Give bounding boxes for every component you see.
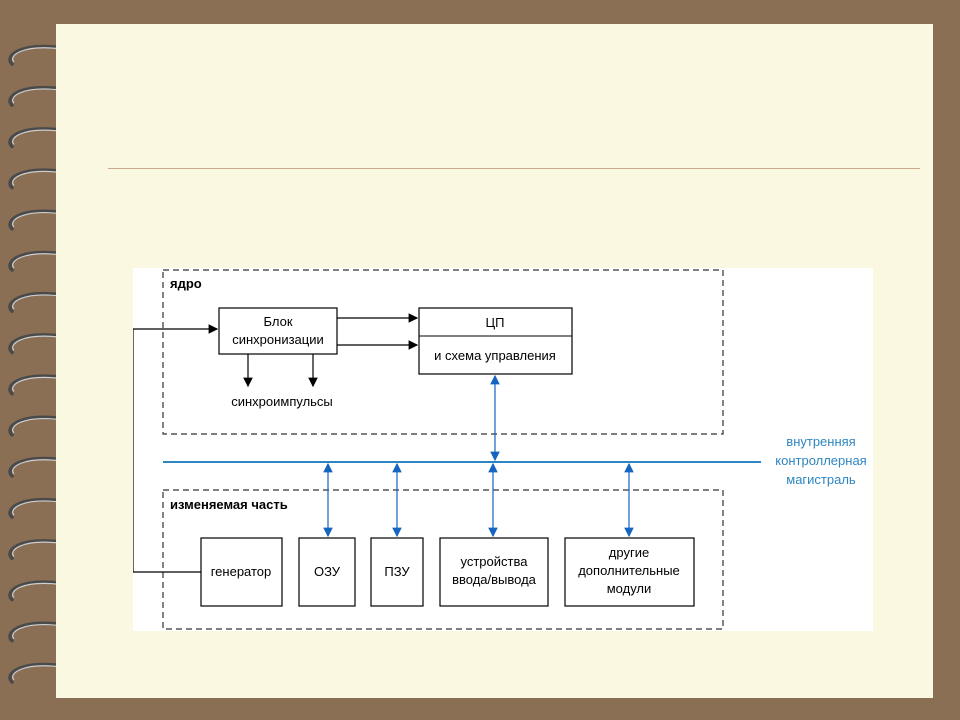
sync-block	[218, 307, 338, 355]
other-label-line3: модули	[607, 581, 652, 596]
rom-block	[370, 537, 424, 607]
core-label: ядро	[170, 276, 202, 291]
title-rule	[108, 168, 920, 169]
cpu-block-line2: и схема управления	[434, 348, 556, 363]
rom-label: ПЗУ	[384, 564, 410, 579]
diagram-panel: ядро Блок синхронизации ЦП и схема управ…	[133, 268, 873, 631]
cpu-block-line1: ЦП	[486, 315, 505, 330]
bus-label-line3: магистраль	[786, 472, 856, 487]
changeable-region	[162, 489, 724, 630]
sync-pulses-label: синхроимпульсы	[231, 394, 333, 409]
ram-block	[298, 537, 356, 607]
io-label-line2: ввода/вывода	[452, 572, 537, 587]
ram-label: ОЗУ	[314, 564, 341, 579]
controller-structure-diagram: ядро Блок синхронизации ЦП и схема управ…	[133, 269, 867, 630]
other-label-line1: другие	[609, 545, 649, 560]
generator-label: генератор	[211, 564, 272, 579]
bus-label-line1: внутренняя	[786, 434, 855, 449]
generator-to-sync-line	[133, 324, 219, 573]
io-block	[439, 537, 549, 607]
core-region	[162, 269, 724, 435]
bus-label-line2: контроллерная	[775, 453, 866, 468]
changeable-label: изменяемая часть	[170, 497, 288, 512]
sync-block-line2: синхронизации	[232, 332, 324, 347]
other-modules-block	[564, 537, 695, 607]
io-label-line1: устройства	[461, 554, 529, 569]
other-label-line2: дополнительные	[578, 563, 680, 578]
generator-block	[200, 537, 283, 607]
cpu-block	[418, 307, 573, 375]
sync-block-line1: Блок	[263, 314, 292, 329]
